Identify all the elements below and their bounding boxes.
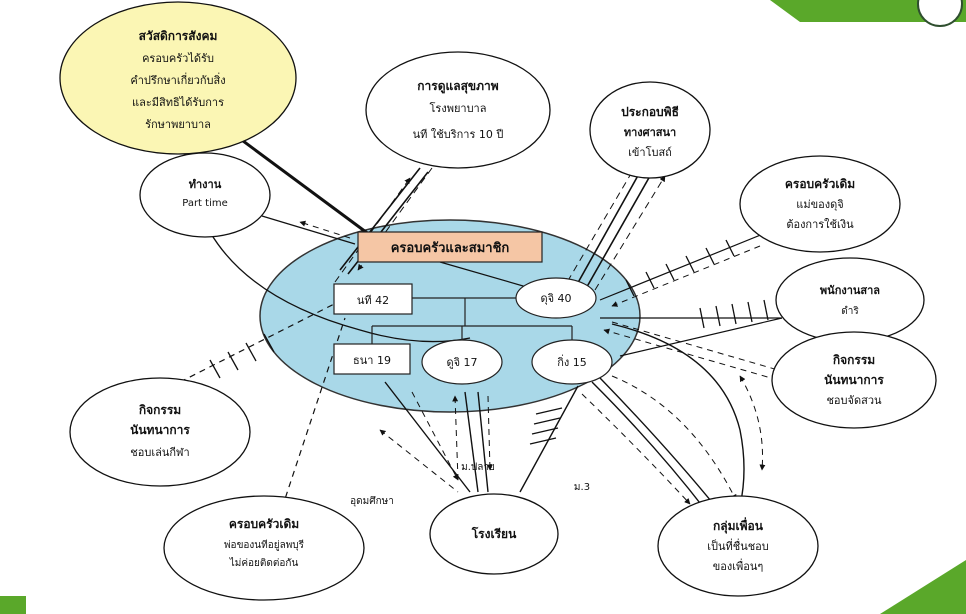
employee-title: พนักงานสาล	[820, 284, 880, 297]
family-structure: ครอบครัวและสมาชิก นที 42 ดุจิ 40 ธนา 19 …	[333, 231, 613, 385]
rec-left-line3: ชอบเล่นกีฬา	[130, 446, 189, 459]
node-welfare: สวัสดิการสังคม ครอบครัวได้รับ คำปรึกษาเก…	[59, 1, 297, 155]
religion-line2: ทางศาสนา	[624, 126, 676, 139]
welfare-line: ครอบครัวได้รับ	[142, 52, 214, 65]
rec-right-title: กิจกรรม	[833, 353, 875, 367]
title-box-label: ครอบครัวและสมาชิก	[391, 241, 510, 256]
health-title: การดูแลสุขภาพ	[417, 79, 499, 94]
slide-green-bar-bottom	[0, 596, 26, 614]
member-child2	[421, 339, 503, 385]
welfare-line: รักษาพยาบาล	[145, 118, 211, 131]
school-title: โรงเรียน	[471, 526, 517, 541]
member-child3	[531, 339, 613, 385]
member-father	[333, 283, 413, 315]
welfare-line: และมีสิทธิได้รับการ	[132, 96, 224, 109]
node-health: การดูแลสุขภาพ โรงพยาบาล นที ใช้บริการ 10…	[365, 51, 551, 169]
welfare-line: คำปรึกษาเกี่ยวกับสิ่ง	[130, 72, 225, 87]
slide-green-corner-bottom	[880, 560, 966, 614]
node-orig-family-right: ครอบครัวเดิม แม่ของดุจิ ต้องการใช้เงิน	[739, 155, 901, 253]
religion-line3: เข้าโบสถ์	[628, 145, 672, 159]
orig-family-left-line3: ไม่ค่อยติดต่อกัน	[229, 557, 299, 569]
orig-family-right-line3: ต้องการใช้เงิน	[786, 218, 854, 231]
rec-right-line3: ชอบจัดสวน	[826, 394, 882, 407]
node-rec-left: กิจกรรม นันทนาการ ชอบเล่นกีฬา	[69, 377, 251, 487]
rec-left-line2: นันทนาการ	[130, 423, 190, 437]
member-child1-label: ธนา 19	[353, 354, 391, 367]
stress-hatch-marks	[209, 239, 769, 445]
parttime-line2: Part time	[182, 198, 228, 209]
node-rec-right: กิจกรรม นันทนาการ ชอบจัดสวน	[771, 331, 937, 429]
orig-family-right-line2: แม่ของดุจิ	[796, 198, 843, 211]
health-line: โรงพยาบาล	[430, 101, 487, 115]
member-child2-label: ดูจิ 17	[446, 356, 477, 369]
welfare-title: สวัสดิการสังคม	[139, 29, 218, 43]
health-line: นที ใช้บริการ 10 ปี	[413, 128, 504, 141]
node-religion: ประกอบพิธี ทางศาสนา เข้าโบสถ์	[589, 81, 711, 179]
religion-title: ประกอบพิธี	[621, 105, 679, 119]
node-friends: กลุ่มเพื่อน เป็นที่ชื่นชอบ ของเพื่อนๆ	[657, 495, 819, 597]
member-mother	[515, 277, 597, 319]
edge-label-university: อุดมศึกษา	[350, 495, 394, 507]
university-seal-logo	[917, 0, 963, 27]
member-mother-label: ดุจิ 40	[540, 292, 571, 305]
parttime-title: ทำงาน	[189, 178, 222, 191]
slide-green-corner-top	[770, 0, 966, 22]
title-box	[357, 231, 543, 263]
friends-line3: ของเพื่อนๆ	[713, 558, 764, 573]
edge-label-m3: ม.3	[574, 482, 590, 493]
connection-lines	[179, 133, 786, 517]
edge-label-high-school: ม.ปลาย	[461, 462, 495, 473]
orig-family-left-title: ครอบครัวเดิม	[229, 517, 299, 531]
rec-left-title: กิจกรรม	[139, 403, 181, 417]
friends-line2: เป็นที่ชื่นชอบ	[707, 538, 769, 553]
orig-family-right-title: ครอบครัวเดิม	[785, 177, 855, 191]
employee-line2: ดำริ	[841, 306, 859, 317]
friends-title: กลุ่มเพื่อน	[713, 517, 764, 534]
member-father-label: นที 42	[357, 294, 389, 307]
node-school: โรงเรียน	[429, 493, 559, 575]
node-orig-family-left: ครอบครัวเดิม พ่อของนทีอยู่ลพบุรี ไม่ค่อย…	[163, 495, 365, 601]
member-child3-label: กิ่ง 15	[557, 354, 587, 369]
node-employee: พนักงานสาล ดำริ	[775, 257, 925, 343]
node-parttime: ทำงาน Part time	[139, 152, 271, 238]
orig-family-left-line2: พ่อของนทีอยู่ลพบุรี	[224, 539, 305, 551]
member-child1	[333, 343, 411, 375]
rec-right-line2: นันทนาการ	[824, 373, 884, 387]
